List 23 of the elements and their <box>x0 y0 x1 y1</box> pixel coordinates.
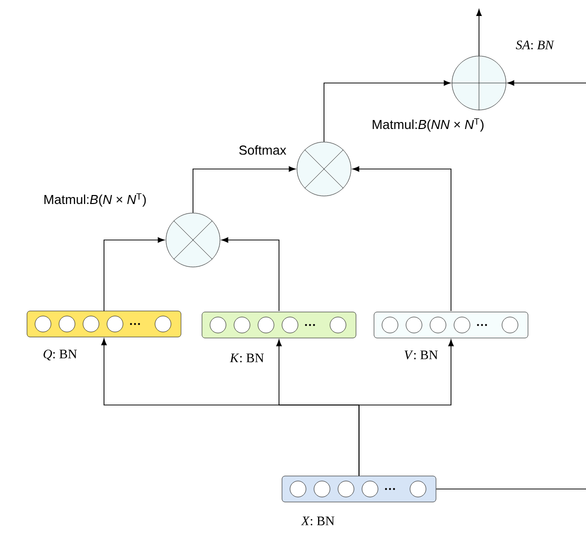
arrow <box>221 237 280 312</box>
arrow <box>192 166 296 214</box>
operation-label: Matmul:B(NN × N$^{T}$) <box>372 118 484 132</box>
arrow <box>352 166 452 312</box>
operator-circle <box>452 56 506 110</box>
arrow <box>358 339 454 476</box>
operator-circle <box>296 142 352 196</box>
operator-circle <box>166 212 220 268</box>
neuron-vector <box>26 310 182 338</box>
arrow <box>476 9 482 56</box>
arrow <box>324 80 451 142</box>
node-label: V: BN <box>404 350 438 360</box>
neuron-vector <box>374 312 528 338</box>
neuron-vector <box>202 312 356 338</box>
node-label: X: BN <box>300 516 334 526</box>
neuron-vector <box>282 476 436 502</box>
edge-label: Softmax <box>238 144 288 156</box>
arrow <box>507 80 586 86</box>
node-label: Matmul:B(N × N$^{T}$) <box>44 193 146 207</box>
node-label: K: BN <box>230 354 264 362</box>
node-label: Q: BN <box>44 350 77 360</box>
node-label: SA: BN <box>516 40 554 50</box>
arrow <box>104 237 165 312</box>
